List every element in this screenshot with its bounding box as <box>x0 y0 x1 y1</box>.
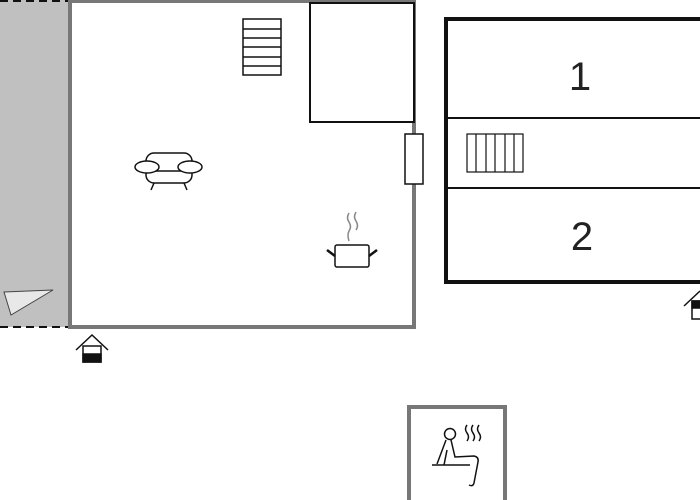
radiator-icon <box>466 133 524 173</box>
window-icon <box>404 133 424 185</box>
cooking-pot-icon <box>326 211 378 268</box>
sofa-icon <box>134 152 203 191</box>
closet <box>309 2 415 123</box>
stairs-icon <box>242 18 282 76</box>
sauna-room <box>407 405 507 500</box>
entrance-icon[interactable] <box>75 333 109 363</box>
terrace-marker-icon <box>3 289 54 316</box>
room-1-label: 1 <box>569 55 591 99</box>
room-2-label: 2 <box>571 215 593 259</box>
entrance-icon[interactable] <box>683 290 700 320</box>
sauna-icon <box>432 424 482 487</box>
terrace-area <box>0 0 69 328</box>
